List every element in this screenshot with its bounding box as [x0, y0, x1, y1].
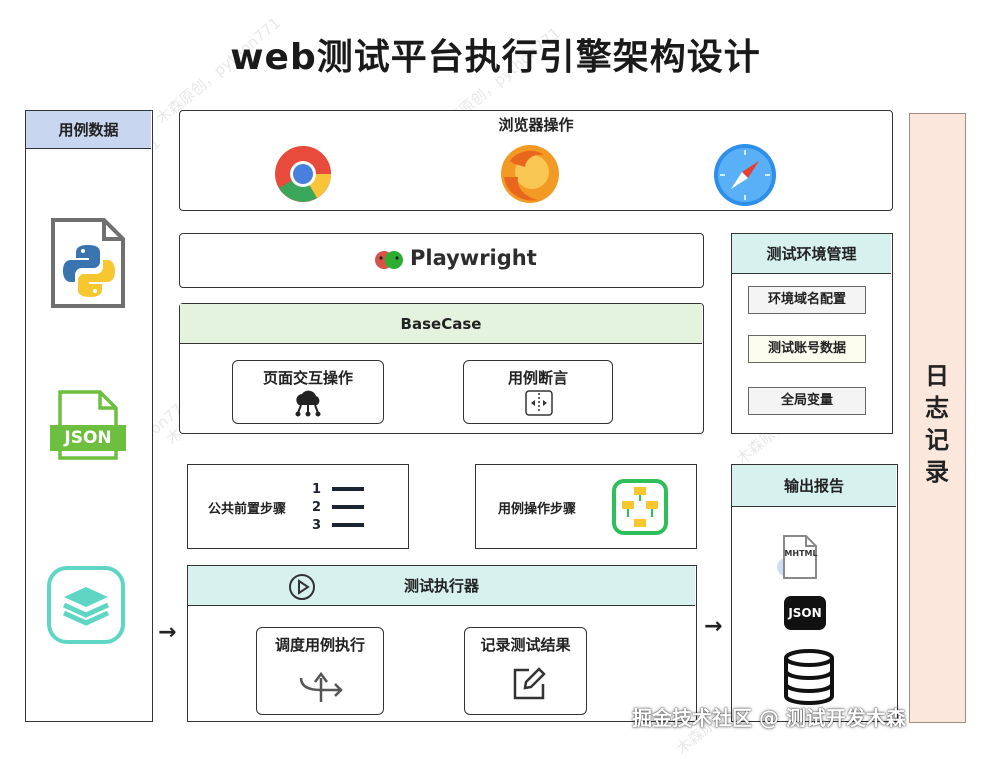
safari-icon	[714, 144, 776, 206]
json-file-label: JSON	[64, 428, 112, 448]
test-executor-panel: 测试执行器 调度用例执行 记录测试结果	[187, 565, 697, 722]
log-label: 日志记录	[925, 362, 949, 486]
playwright-panel: Playwright	[179, 233, 704, 288]
edit-icon	[513, 667, 546, 700]
mhtml-file-label: MHTML	[784, 549, 818, 558]
play-icon	[289, 574, 315, 600]
playwright-logo-icon	[375, 251, 403, 269]
env-management-panel: 测试环境管理 环境域名配置 测试账号数据 全局变量	[731, 233, 893, 434]
case-steps-box: 用例操作步骤	[475, 464, 697, 549]
json-file-icon	[50, 390, 126, 460]
numbered-list-icon	[332, 487, 364, 527]
database-stack-icon	[47, 566, 125, 644]
compare-icon	[525, 390, 553, 416]
usecase-data-panel: 用例数据 JSON	[25, 110, 153, 722]
test-executor-header: 测试执行器	[188, 566, 695, 606]
env-global-vars: 全局变量	[748, 387, 866, 415]
page-title: web测试平台执行引擎架构设计	[230, 37, 761, 78]
list-number: 2	[312, 500, 322, 515]
output-report-panel: 输出报告 MHTML JSON	[731, 464, 898, 722]
browser-operations-panel: 浏览器操作	[179, 110, 893, 211]
env-domain-config: 环境域名配置	[748, 286, 866, 314]
record-results-label: 记录测试结果	[480, 636, 571, 654]
env-management-header: 测试环境管理	[732, 234, 891, 274]
basecase-panel: BaseCase 页面交互操作 用例断言	[179, 303, 704, 434]
page-interaction-box: 页面交互操作	[232, 360, 384, 424]
playwright-label: Playwright	[410, 246, 537, 270]
page-interaction-label: 页面交互操作	[262, 369, 353, 387]
cloud-network-icon	[295, 390, 321, 417]
chrome-icon	[275, 146, 331, 202]
flowchart-icon	[612, 479, 668, 535]
firefox-icon	[501, 145, 559, 203]
list-number: 1	[312, 482, 322, 497]
case-assertion-label: 用例断言	[507, 369, 568, 387]
list-number: 3	[312, 518, 322, 533]
record-results-box: 记录测试结果	[464, 627, 587, 715]
database-icon	[784, 649, 834, 705]
basecase-header: BaseCase	[180, 304, 702, 344]
json-badge-icon: JSON	[784, 596, 826, 630]
browser-operations-header: 浏览器操作	[498, 116, 574, 134]
common-pre-steps-box: 公共前置步骤 1 2 3	[187, 464, 409, 549]
footer-credit: 掘金技术社区 @ 测试开发木森	[632, 706, 906, 730]
arrow-right-icon: →	[158, 620, 177, 645]
case-steps-label: 用例操作步骤	[498, 502, 577, 517]
schedule-execution-label: 调度用例执行	[274, 636, 365, 654]
log-panel: 日志记录	[909, 113, 966, 723]
mhtml-file-icon	[777, 535, 817, 579]
env-test-account: 测试账号数据	[748, 335, 866, 363]
python-file-icon	[51, 218, 125, 308]
schedule-execution-box: 调度用例执行	[256, 627, 384, 715]
usecase-data-header: 用例数据	[26, 111, 151, 149]
case-assertion-box: 用例断言	[463, 360, 613, 424]
output-report-header: 输出报告	[732, 465, 896, 507]
arrow-right-icon: →	[704, 614, 723, 639]
split-route-icon	[299, 671, 343, 702]
common-pre-steps-label: 公共前置步骤	[208, 502, 287, 517]
